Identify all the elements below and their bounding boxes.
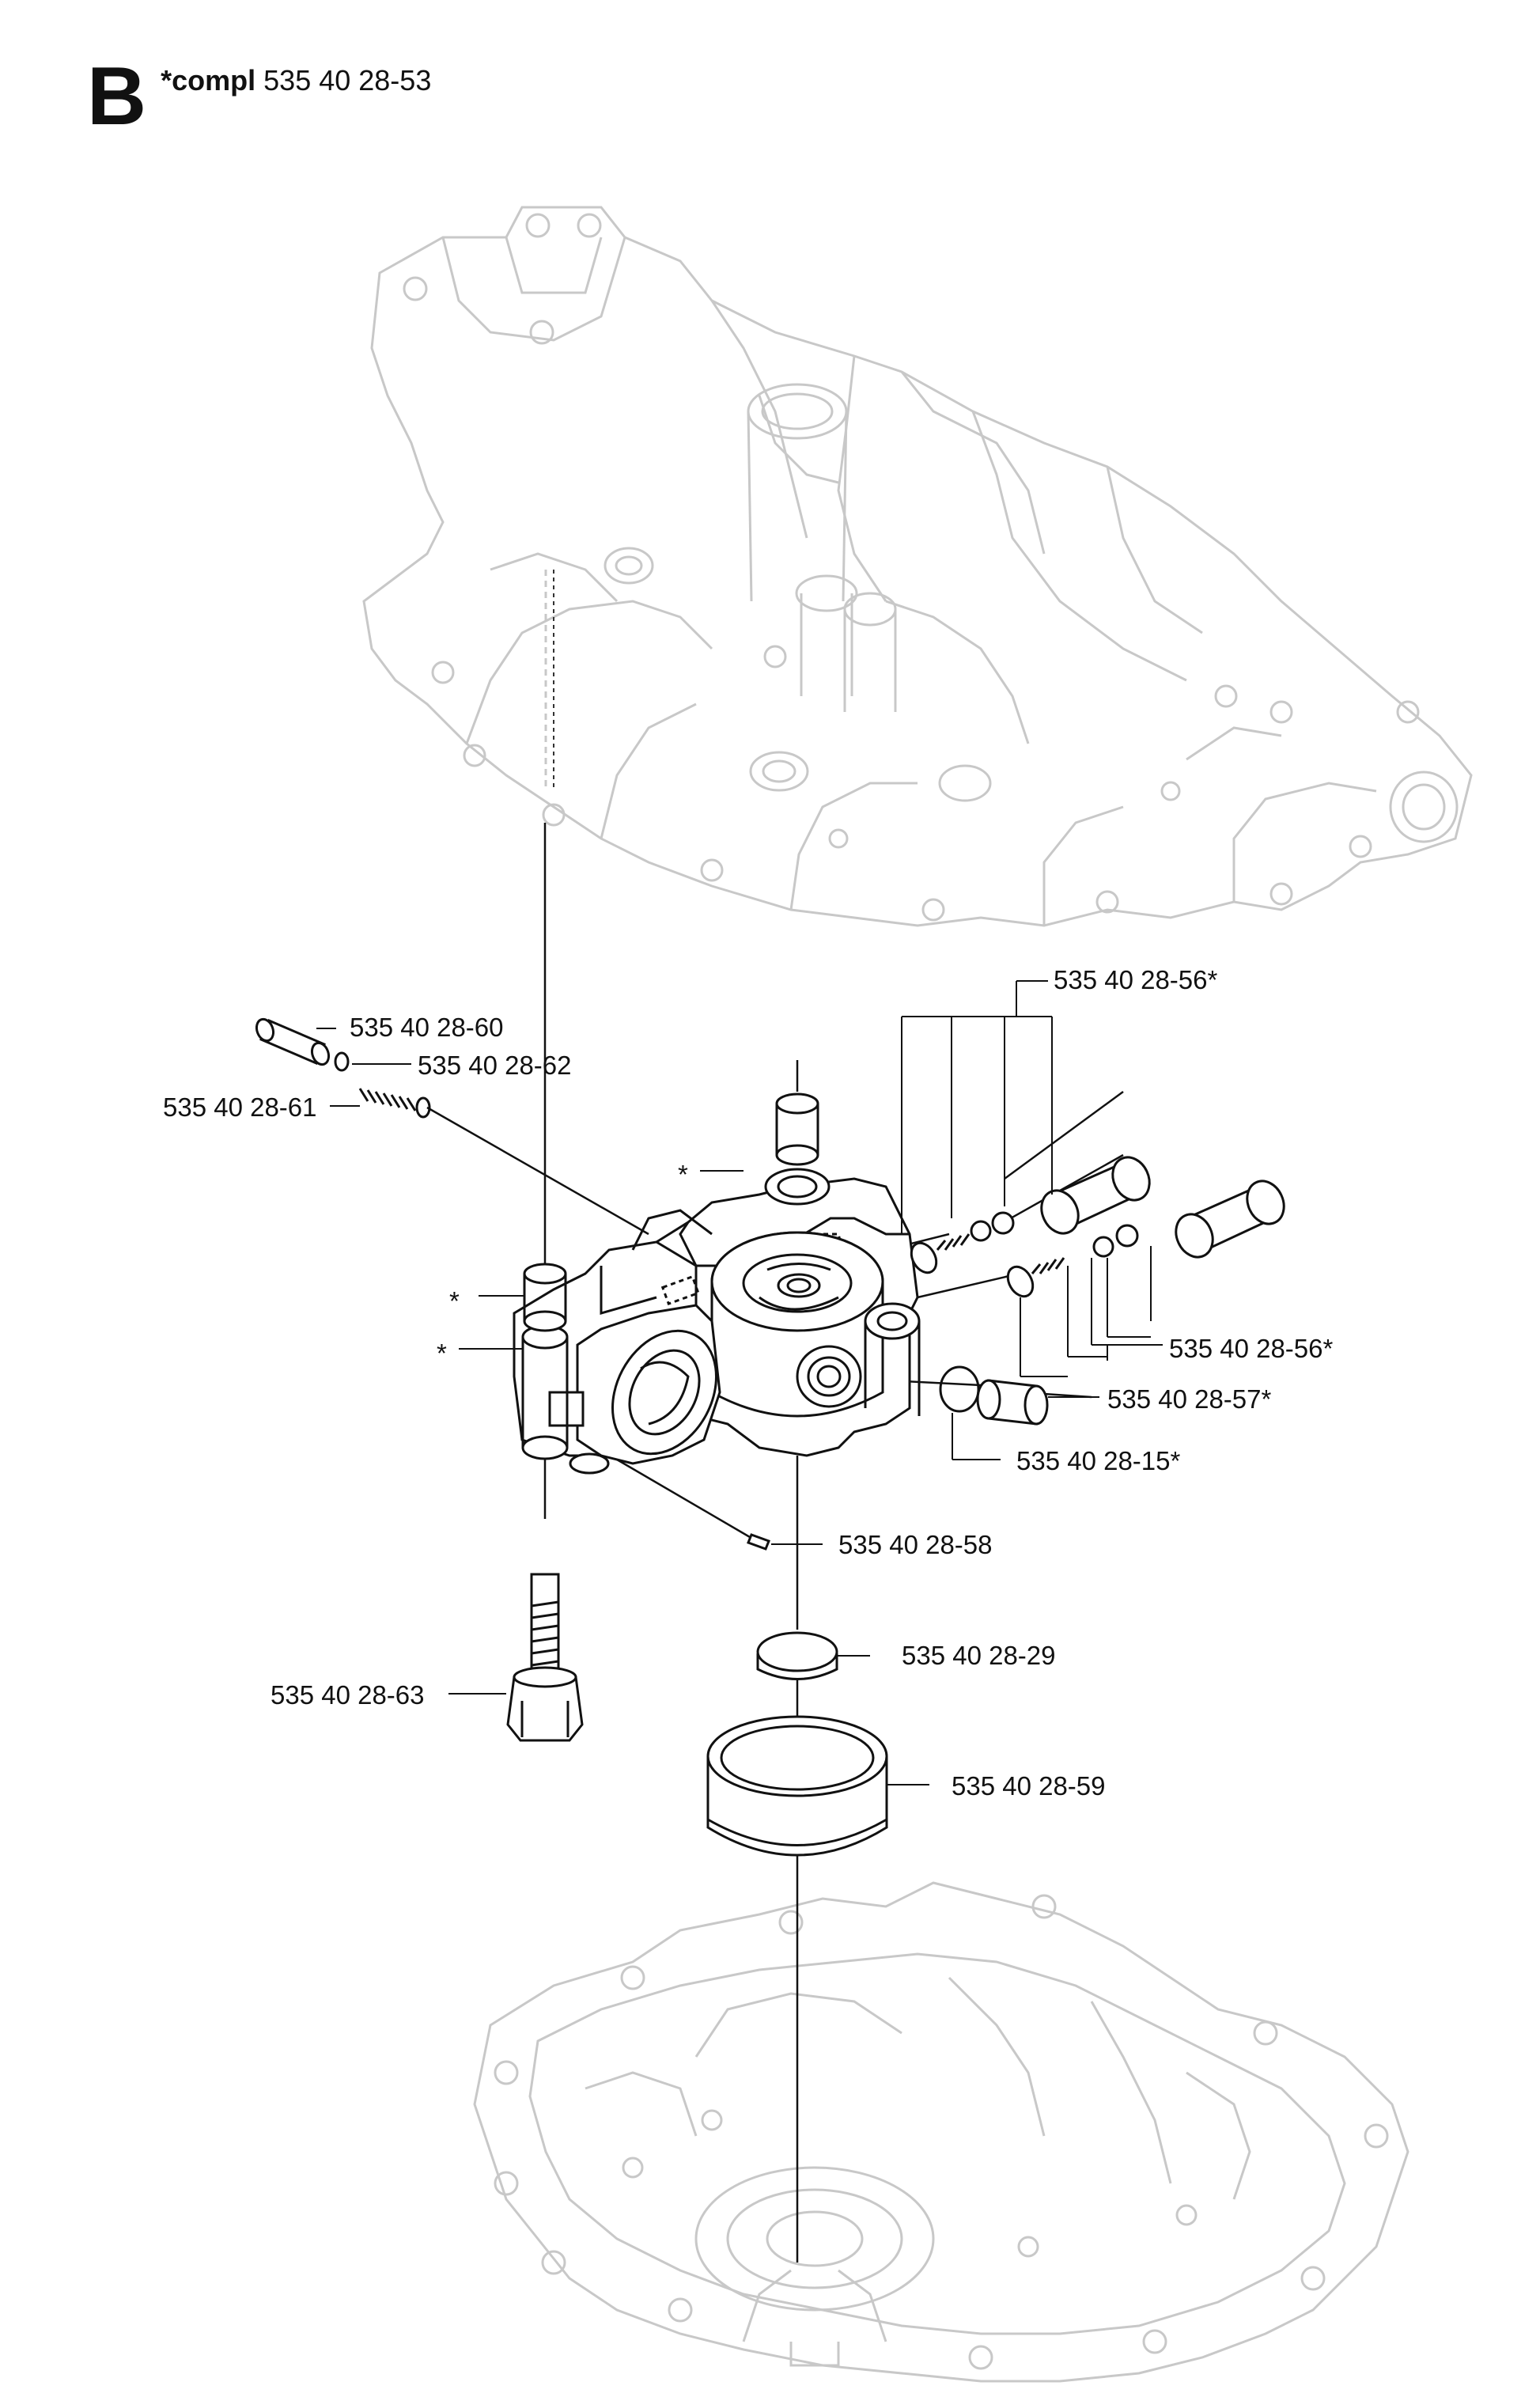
bushing-57 xyxy=(976,1379,1049,1426)
callout-part-56-lower: 535 40 28-56* xyxy=(1169,1334,1334,1363)
dowel-left xyxy=(523,1263,567,1332)
assembly-lines xyxy=(426,823,1124,2263)
compl-number: 535 40 28-53 xyxy=(263,64,432,97)
callout-part-15: 535 40 28-15* xyxy=(1016,1446,1181,1475)
leader-lines xyxy=(316,980,1163,1785)
disk-29 xyxy=(756,1631,838,1680)
callout-part-59: 535 40 28-59 xyxy=(952,1771,1106,1801)
assembly-number: *compl 535 40 28-53 xyxy=(161,66,431,95)
callout-part-61: 535 40 28-61 xyxy=(163,1092,317,1122)
callout-part-63: 535 40 28-63 xyxy=(271,1680,425,1710)
callout-part-60: 535 40 28-60 xyxy=(350,1013,504,1042)
star-marker-cylinder: * xyxy=(437,1339,447,1368)
callout-part-57: 535 40 28-57* xyxy=(1107,1384,1272,1414)
oring-62 xyxy=(334,1051,350,1072)
callout-part-56-upper: 535 40 28-56* xyxy=(1054,965,1218,994)
callout-part-62: 535 40 28-62 xyxy=(418,1051,572,1080)
section-letter: B xyxy=(87,51,147,142)
pin-58 xyxy=(747,1533,770,1551)
dowel-top xyxy=(775,1092,819,1166)
callout-part-58: 535 40 28-58 xyxy=(838,1530,993,1559)
lower-housing-ghost xyxy=(473,1881,1409,2383)
oring-15 xyxy=(939,1365,980,1413)
star-marker-left-dowel: * xyxy=(449,1286,460,1316)
upper-housing-ghost xyxy=(362,206,1473,927)
section-header: B *compl 535 40 28-53 xyxy=(87,55,431,138)
spring-61 xyxy=(358,1088,431,1119)
pin-60 xyxy=(255,1017,331,1066)
valve-assembly-a xyxy=(910,1156,1151,1274)
valve-assembly-b xyxy=(1006,1180,1285,1298)
callout-part-29: 535 40 28-29 xyxy=(902,1641,1056,1670)
compl-label: *compl xyxy=(161,64,256,97)
bolt-63 xyxy=(506,1573,584,1742)
star-marker-top-dowel: * xyxy=(678,1160,688,1189)
pump-body xyxy=(513,1168,921,1475)
ring-59 xyxy=(706,1715,888,1857)
